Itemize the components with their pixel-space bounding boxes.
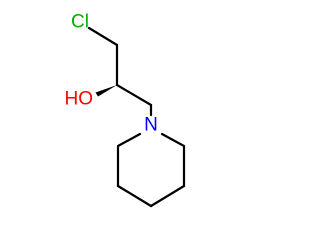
bond-ring-bottom-left bbox=[116, 184, 153, 208]
bond-cl-c1 bbox=[87, 26, 119, 47]
bond-n-ring-left bbox=[116, 132, 142, 148]
atom-label-oh: HO bbox=[65, 89, 94, 110]
bond-ring-bottom-right bbox=[149, 184, 186, 208]
bond-c2-c3 bbox=[115, 83, 153, 107]
atom-label-cl: Cl bbox=[71, 12, 89, 33]
bond-ring-right-n bbox=[160, 132, 186, 148]
wedge-bond-c2-oh bbox=[95, 85, 117, 97]
atom-label-n: N bbox=[144, 115, 158, 136]
molecule-structure: Cl HO N bbox=[65, 12, 186, 208]
